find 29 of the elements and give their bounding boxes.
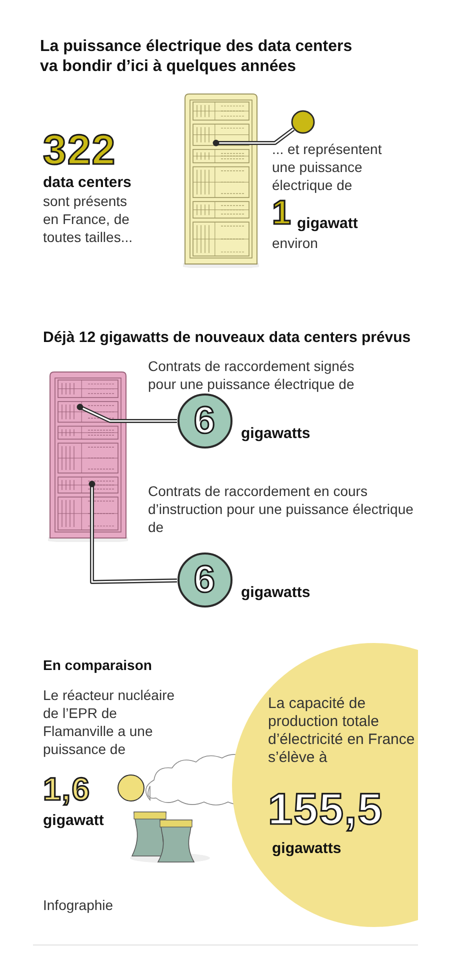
- description-text: sont présents en France, de toutes tailles...: [43, 192, 134, 246]
- section-heading: En comparaison: [43, 657, 152, 673]
- unit-label: gigawatt: [297, 215, 358, 232]
- big-number: 322: [43, 129, 116, 171]
- server-rack-drawing: [48, 370, 128, 542]
- circle-marker: [291, 110, 315, 134]
- description-text: Contrats de raccordement en cours d’instruction pour une puissance électrique de: [148, 482, 414, 536]
- server-rack-drawing: [183, 92, 259, 268]
- text-label: environ: [272, 234, 318, 252]
- leader-line: [76, 404, 177, 423]
- capacity-text: La capacité de production totale d’électricité en France s’élève à: [268, 695, 416, 767]
- number: 6: [192, 561, 218, 599]
- leader-line: [88, 480, 178, 584]
- description-text: Contrats de raccordement signés pour une puissance électrique de: [148, 357, 356, 393]
- big-number: 1: [272, 196, 292, 230]
- unit-label: gigawatts: [241, 584, 310, 601]
- number: 6: [192, 402, 218, 440]
- leader-line: [212, 128, 295, 146]
- unit-label: gigawatts: [241, 425, 310, 442]
- unit-label: gigawatts: [272, 840, 342, 857]
- big-number: 155,5: [268, 788, 384, 832]
- big-number: 1,6: [43, 773, 90, 805]
- text-label: data centers: [43, 174, 132, 191]
- credit-text: Infographie: [43, 896, 114, 914]
- unit-label: gigawatt: [43, 812, 104, 829]
- title: La puissance électrique des data centers va bondir d’ici à quelques années: [40, 37, 354, 77]
- description-text: Le réacteur nucléaire de l’EPR de Flamanville a une puissance de: [43, 686, 176, 758]
- section-heading: Déjà 12 gigawatts de nouveaux data centers prévus: [43, 329, 412, 346]
- description-text: ... et représentent une puissance électrique de: [272, 140, 383, 194]
